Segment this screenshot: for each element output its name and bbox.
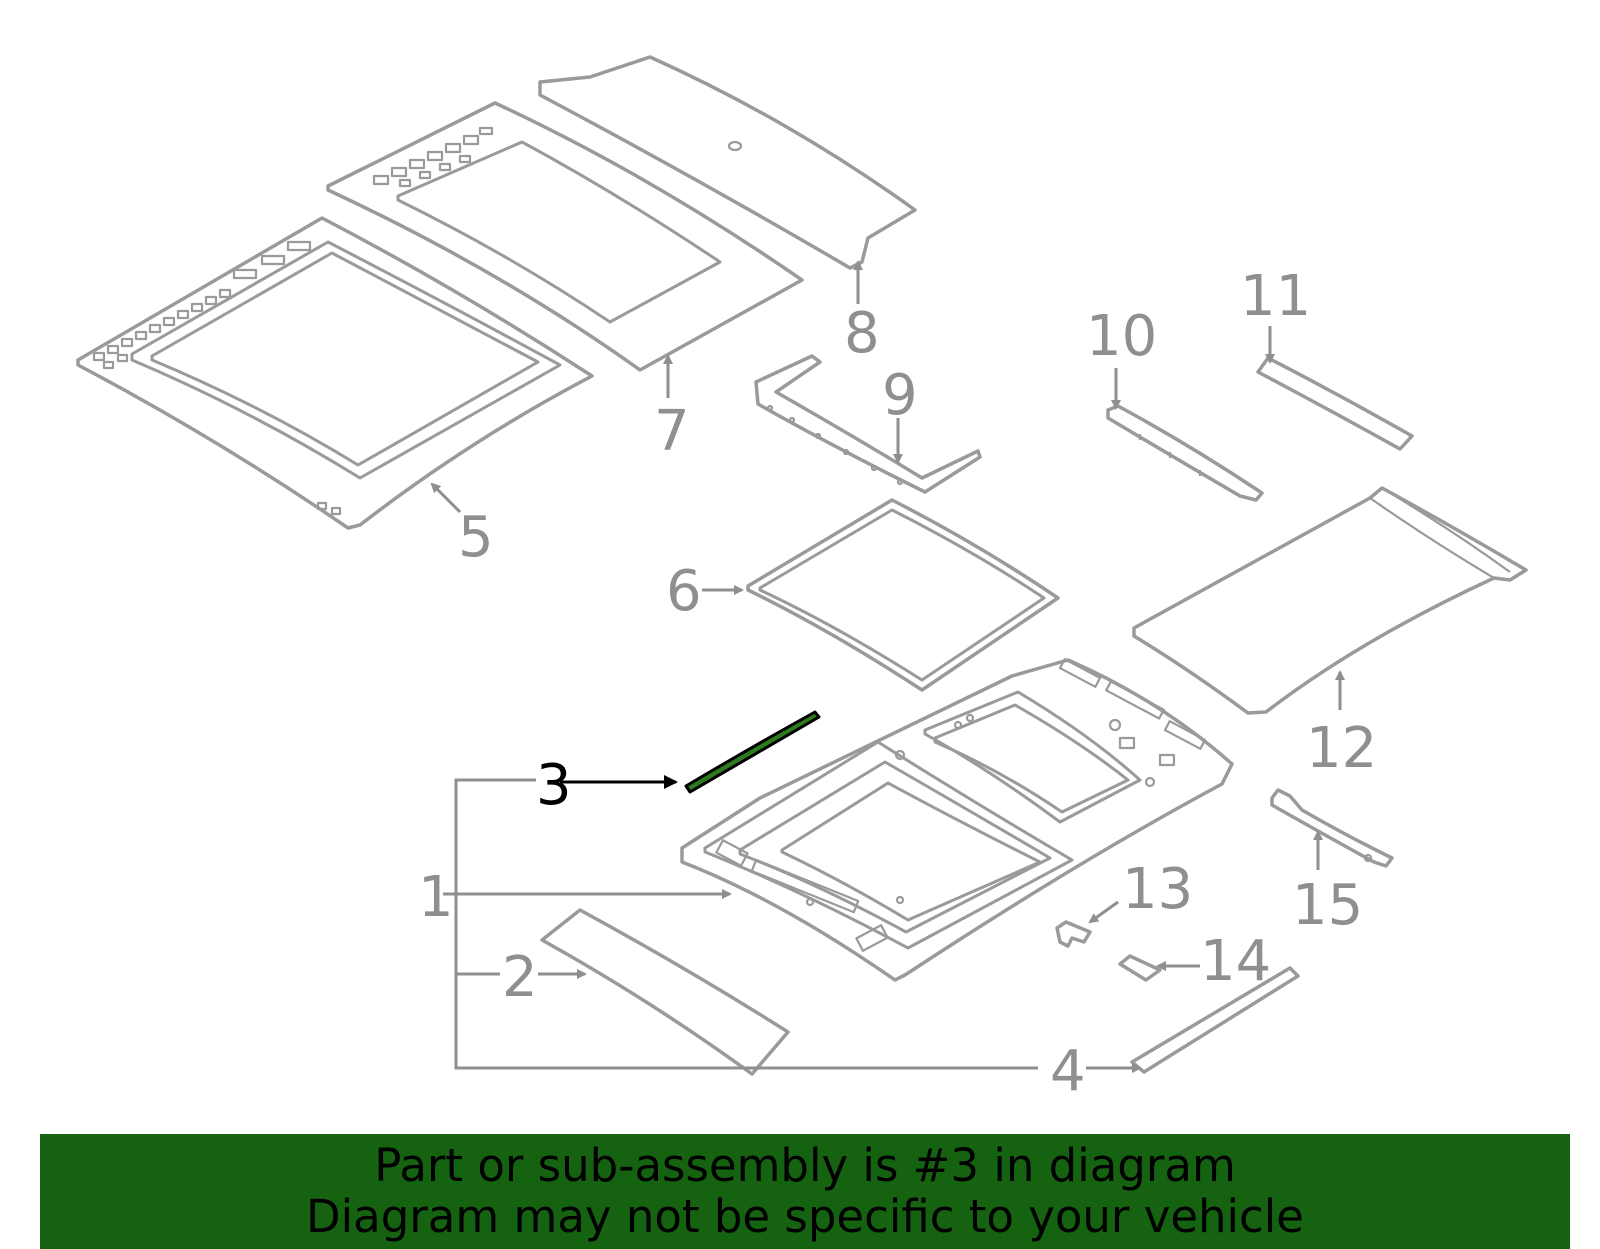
part-4-side-strip: [1130, 966, 1300, 1074]
callout-2: 2: [502, 945, 538, 1010]
callout-8: 8: [844, 301, 880, 366]
callout-15: 15: [1292, 873, 1363, 938]
banner-line-part: Part or sub-assembly is #3 in diagram: [374, 1139, 1236, 1192]
part-1-sunroof-frame: [680, 658, 1234, 982]
callout-10: 10: [1086, 304, 1157, 369]
callout-6: 6: [666, 559, 702, 624]
part-6-glass-panel: [746, 498, 1060, 692]
info-banner: Part or sub-assembly is #3 in diagram Di…: [40, 1134, 1570, 1249]
callout-1: 1: [418, 865, 454, 930]
part-10-wind-deflector: [1106, 404, 1264, 502]
part-14-pad: [1118, 954, 1162, 982]
part-3-seal-strip: [684, 710, 821, 794]
part-5-inner-roof-frame: [76, 216, 594, 530]
callout-12: 12: [1306, 716, 1377, 781]
callout-11: 11: [1240, 264, 1311, 329]
part-12-sunshade: [1132, 486, 1528, 715]
callout-14: 14: [1200, 929, 1271, 994]
callout-labels: 1 2 3 4 5 6 7 8 9 10 11 12 13 14 15: [418, 264, 1377, 1104]
callout-9: 9: [882, 363, 918, 428]
callout-4: 4: [1050, 1039, 1086, 1104]
banner-line-disclaimer: Diagram may not be specific to your vehi…: [306, 1190, 1304, 1243]
part-7-headliner-panel: [326, 101, 804, 372]
callout-7: 7: [654, 399, 690, 464]
part-2-front-trim: [540, 908, 790, 1076]
callout-13: 13: [1122, 857, 1193, 922]
part-13-clip: [1055, 920, 1092, 948]
callout-5: 5: [458, 505, 494, 570]
leader-lines: [430, 260, 1345, 1073]
callout-3: 3: [536, 753, 572, 818]
part-8-rear-panel: [538, 55, 917, 270]
part-9-rear-bracket: [754, 354, 982, 494]
part-15-bracket: [1270, 788, 1394, 868]
part-11-trim-strip: [1256, 356, 1414, 451]
